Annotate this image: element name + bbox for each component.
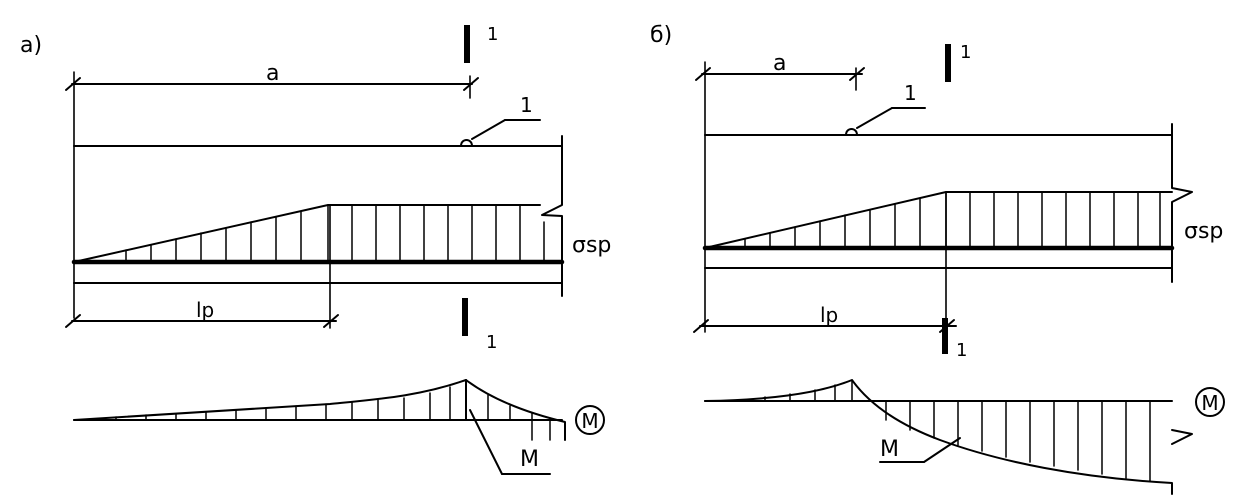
panel-b-moment-circle-text: M: [1201, 391, 1218, 415]
panel-b-stress-diagram: σsp: [704, 191, 1223, 249]
panel-a: а) a 1 1: [20, 24, 611, 475]
panel-b-leader-1: 1: [845, 81, 926, 136]
panel-b-section-mark-top: 1: [945, 42, 971, 82]
panel-a-dim-a-text: a: [266, 61, 279, 86]
panel-b-leader-text: 1: [904, 81, 917, 105]
panel-b-section-top-number: 1: [960, 42, 971, 63]
panel-b-section-mark-bottom: 1: [942, 318, 967, 361]
panel-a-dimension-a: a: [65, 61, 479, 319]
panel-b-moment-leader-text: M: [880, 437, 899, 462]
panel-a-section-top-number: 1: [487, 24, 498, 45]
panel-b-moment-diagram: M M: [704, 379, 1225, 495]
panel-a-section-mark-bottom: 1: [462, 298, 497, 353]
panel-a-moment-diagram: M M: [73, 379, 605, 475]
panel-b-label: б): [650, 23, 672, 48]
panel-b-dimension-lp: lp: [693, 191, 957, 333]
panel-a-leader-1: 1: [460, 93, 541, 147]
panel-a-section-mark-top: 1: [464, 24, 498, 63]
panel-a-label: а): [20, 33, 42, 58]
panel-a-beam: [73, 135, 563, 297]
panel-b-dim-lp-text: lp: [820, 303, 838, 327]
panel-a-stress-label: σsp: [572, 233, 611, 258]
panel-a-dimension-lp: lp: [65, 204, 339, 329]
panel-b: б) a 1 1: [650, 23, 1225, 495]
panel-a-stress-diagram: σsp: [73, 204, 611, 263]
panel-b-stress-label: σsp: [1184, 219, 1223, 244]
panel-b-section-bottom-number: 1: [956, 340, 967, 361]
panel-b-dim-a-text: a: [773, 51, 786, 76]
panel-a-dim-lp-text: lp: [196, 298, 214, 322]
panel-b-dimension-a: a: [695, 51, 865, 333]
panel-b-beam: [704, 123, 1193, 283]
panel-a-section-bottom-number: 1: [486, 332, 497, 353]
panel-a-leader-text: 1: [520, 93, 533, 117]
panel-a-moment-circle-text: M: [581, 409, 598, 433]
panel-a-moment-leader-text: M: [520, 447, 539, 472]
